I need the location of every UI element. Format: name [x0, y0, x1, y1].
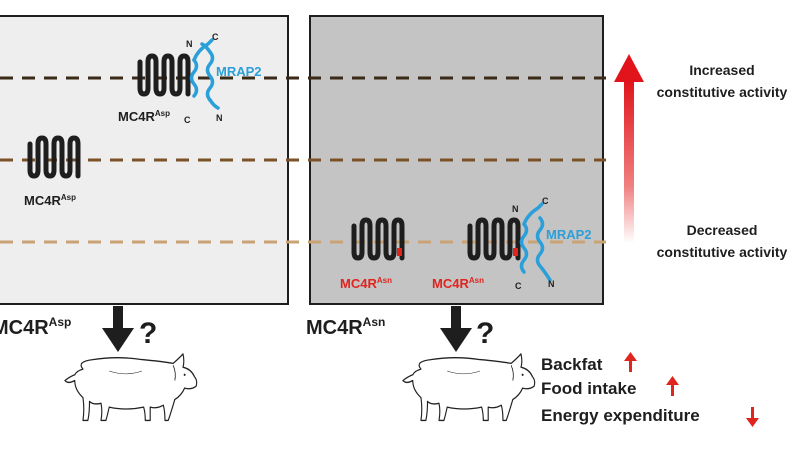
phenotype-backfat: Backfat — [541, 355, 603, 374]
mc4r-asn-mrap2-complex: N C C N MRAP2 MC4RAsn — [432, 196, 592, 291]
mc4r-asp-complex-label: MC4RAsp — [118, 109, 170, 124]
complex-n-label: N — [186, 39, 193, 49]
mc4r-asp-bottom-label: MC4RAsp — [0, 315, 71, 339]
complex-c-top-label: C — [212, 32, 219, 42]
right-down-arrow — [440, 306, 472, 352]
mc4r-asn-receptor: MC4RAsn — [340, 220, 402, 291]
asn-complex-c-bottom-label: C — [515, 281, 522, 291]
asn-complex-c-top-label: C — [542, 196, 549, 206]
mc4r-asn-complex-label: MC4RAsn — [432, 276, 484, 291]
activity-gradient-arrow — [614, 54, 644, 243]
decreased-activity-line1: Decreased — [687, 222, 758, 238]
decreased-activity-line2: constitutive activity — [657, 244, 788, 260]
complex-c-bottom-label: C — [184, 115, 191, 125]
right-question-mark: ? — [476, 317, 494, 350]
phenotype-list: Backfat Food intake Energy expenditure — [541, 352, 759, 427]
mutation-site-marker — [397, 248, 402, 256]
up-arrow-icon — [624, 352, 637, 372]
mc4r-asp-receptor: MC4RAsp — [24, 138, 78, 208]
complex-mutation-site-marker — [513, 248, 518, 256]
up-arrow-icon — [666, 376, 679, 396]
complex-n-bottom-label: N — [216, 113, 223, 123]
increased-activity-line1: Increased — [689, 62, 754, 78]
mrap2-label: MRAP2 — [216, 64, 262, 79]
down-arrow-icon — [746, 407, 759, 427]
mc4r-asn-bottom-label: MC4RAsn — [306, 315, 385, 339]
asn-mrap2-label: MRAP2 — [546, 227, 592, 242]
mc4r-asn-receptor-label: MC4RAsn — [340, 276, 392, 291]
left-question-mark: ? — [139, 317, 157, 350]
pig-illustration-left — [64, 353, 198, 422]
pig-illustration-right — [402, 353, 536, 422]
mc4r-asp-receptor-label: MC4RAsp — [24, 193, 76, 208]
asn-complex-n-bottom-label: N — [548, 279, 555, 289]
phenotype-food-intake: Food intake — [541, 379, 636, 398]
increased-activity-line2: constitutive activity — [657, 84, 788, 100]
asn-complex-n-label: N — [512, 204, 519, 214]
mc4r-asp-mrap2-complex: N C C N MRAP2 MC4RAsp — [118, 32, 262, 125]
phenotype-energy-expenditure: Energy expenditure — [541, 406, 700, 425]
left-down-arrow — [102, 306, 134, 352]
